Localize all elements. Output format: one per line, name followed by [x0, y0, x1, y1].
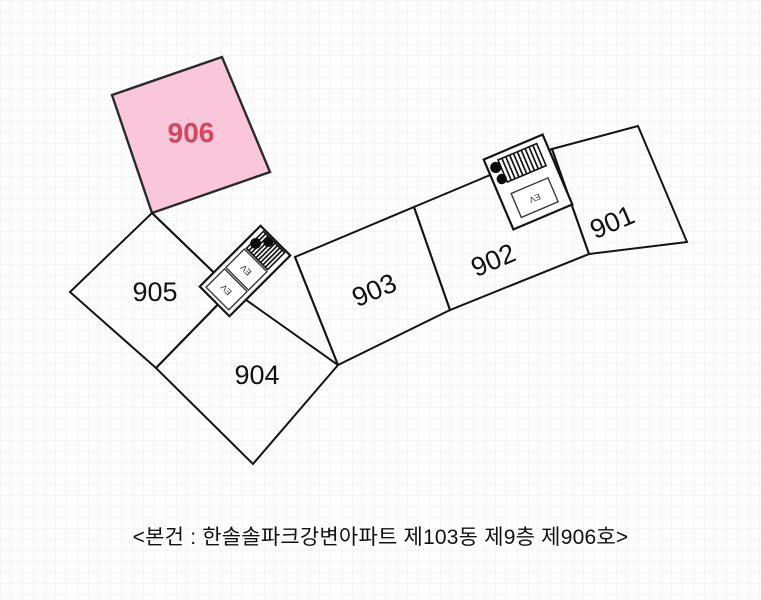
column-dot-1: [250, 238, 262, 249]
unit-label-906: 906: [167, 117, 214, 149]
stair-tread: [508, 154, 520, 178]
elevator-label: EV: [527, 192, 542, 206]
stair-tread: [512, 153, 524, 176]
unit-906[interactable]: [110, 55, 272, 215]
elevator-car-2[interactable]: [224, 248, 268, 292]
stair-tread: [259, 244, 279, 264]
stair-tread: [520, 149, 532, 173]
plan-caption: <본건 : 한솔솔파크강변아파트 제103동 제9층 제906호>: [132, 526, 629, 549]
stair-tread: [528, 146, 540, 170]
stair-tread: [264, 249, 283, 268]
unit-label-905: 905: [132, 277, 177, 307]
unit-901[interactable]: [550, 124, 689, 256]
stair-tread: [504, 156, 516, 180]
elevator-car-1[interactable]: [510, 176, 560, 219]
column-dot-2: [496, 173, 507, 185]
column-dot-2: [263, 237, 274, 248]
units-layer: [68, 55, 689, 466]
unit-904[interactable]: [154, 288, 340, 466]
stair-tread: [532, 144, 543, 168]
stair-tread: [524, 148, 536, 171]
column-dot-1: [490, 161, 502, 174]
stair-tread: [516, 151, 528, 175]
junction-spur: [294, 256, 339, 366]
unit-label-904: 904: [234, 360, 279, 390]
right-stair-elevator-core[interactable]: EV: [482, 133, 574, 231]
stair-tread: [257, 242, 276, 261]
stair-tread: [501, 157, 513, 181]
elevator-car-1[interactable]: [205, 267, 249, 311]
stair-tread: [262, 247, 281, 266]
